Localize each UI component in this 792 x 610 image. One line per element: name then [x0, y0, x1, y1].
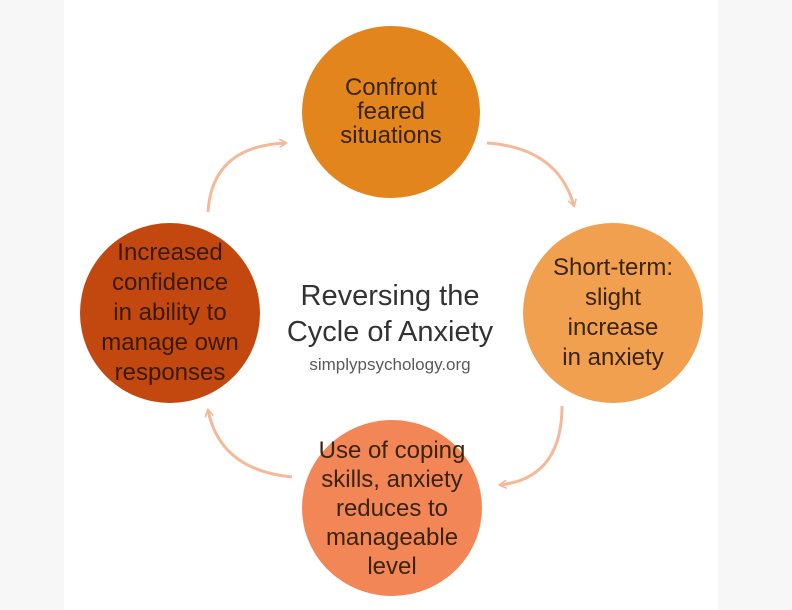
- step-confront-feared-situations: Confront feared situations: [302, 26, 480, 198]
- step-label: Use of coping skills, anxiety reduces to…: [318, 436, 466, 580]
- step-label: Confront feared situations: [340, 74, 442, 149]
- arrow-left-to-top: [206, 143, 286, 213]
- arrow-bottom-to-left: [208, 410, 293, 479]
- step-increased-confidence: Increased confidence in ability to manag…: [80, 223, 260, 403]
- diagram-title-line2: Cycle of Anxiety: [286, 316, 494, 348]
- arrow-top-to-right: [486, 141, 574, 206]
- step-label: Increased confidence in ability to manag…: [101, 239, 239, 386]
- step-short-term-increase: Short-term: slight increase in anxiety: [523, 223, 703, 403]
- diagram-title-line1: Reversing the: [300, 280, 480, 312]
- source-credit: simplypsychology.org: [309, 355, 471, 374]
- step-label: Short-term: slight increase in anxiety: [552, 254, 674, 371]
- step-coping-skills: Use of coping skills, anxiety reduces to…: [302, 420, 482, 596]
- arrow-right-to-bottom: [500, 405, 564, 485]
